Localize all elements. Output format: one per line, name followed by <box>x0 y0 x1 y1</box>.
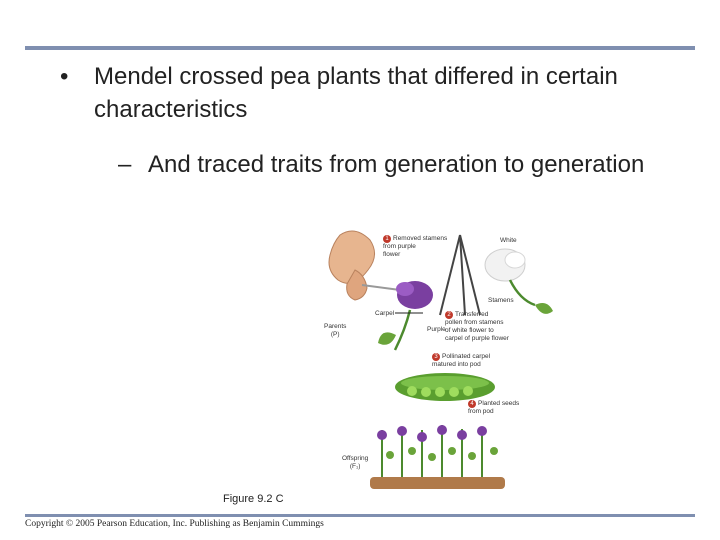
copyright-notice: Copyright © 2005 Pearson Education, Inc.… <box>25 519 324 529</box>
purple-label: Purple <box>427 326 446 333</box>
pea <box>463 386 473 396</box>
step-1-number: 1 <box>383 235 391 243</box>
bottom-divider <box>25 514 695 517</box>
stamens-label: Stamens <box>488 297 514 304</box>
hand-fingers <box>346 269 368 301</box>
white-petal <box>504 251 526 269</box>
leaf <box>378 332 396 345</box>
top-divider <box>25 46 695 50</box>
figure-caption: Figure 9.2 C <box>223 493 284 505</box>
sub-bullet-point-1: – And traced traits from generation to g… <box>118 148 678 181</box>
white-label: White <box>500 237 517 244</box>
white-stem <box>508 279 536 307</box>
forceps-left <box>361 284 401 291</box>
figure-illustration <box>328 230 553 489</box>
purple-petal <box>396 282 414 296</box>
sub-bullet-marker: – <box>118 151 132 178</box>
soil <box>370 477 505 489</box>
brush-leg-3 <box>459 234 466 316</box>
bullet-point-1: • Mendel crossed pea plants that differe… <box>60 60 680 126</box>
step-2-number: 2 <box>445 311 453 319</box>
leaf <box>535 303 553 314</box>
bullet-text: Mendel crossed pea plants that differed … <box>94 63 618 123</box>
pea <box>407 386 417 396</box>
offspring-plants <box>377 425 498 477</box>
step-3-number: 3 <box>432 353 440 361</box>
sub-bullet-text: And traced traits from generation to gen… <box>148 151 645 178</box>
brush-leg-2 <box>459 234 481 316</box>
step-4-number: 4 <box>468 400 476 408</box>
pea <box>449 387 459 397</box>
purple-stem <box>393 309 412 351</box>
carpel-label: Carpel <box>375 310 395 317</box>
pea <box>421 387 431 397</box>
brush-leg-1 <box>439 234 461 316</box>
bullet-marker: • <box>60 63 69 90</box>
pea <box>435 387 445 397</box>
parents-label: Parents (P) <box>324 323 347 338</box>
offspring-label: Offspring (F₁) <box>342 455 369 470</box>
